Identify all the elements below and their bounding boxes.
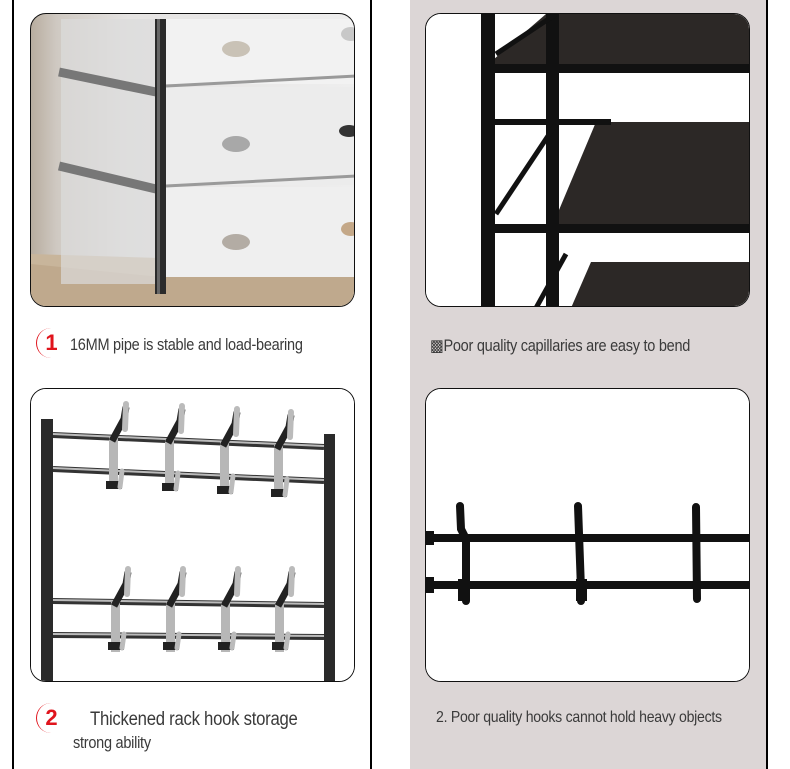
right-border-line [766, 0, 768, 769]
left-border-line [12, 0, 14, 769]
caption-poor-capillaries: ▩Poor quality capillaries are easy to be… [430, 337, 691, 355]
hooks-bottom-row [108, 566, 296, 652]
thin-rack-illustration [426, 14, 749, 306]
caption-thickened-hook-line2: strong ability [73, 734, 151, 752]
poor-hooks-photo [425, 388, 750, 682]
thin-hook-rack-illustration [426, 389, 749, 681]
hooks-top-row [106, 401, 295, 498]
badge-number-1: 1 [36, 328, 66, 358]
caption-poor-hooks: 2. Poor quality hooks cannot hold heavy … [436, 709, 722, 726]
hook-rack-photo [30, 388, 355, 682]
caption-pipe-stable: 16MM pipe is stable and load-bearing [70, 336, 303, 354]
poor-capillaries-photo [425, 13, 750, 307]
storage-drawers-illustration [31, 19, 354, 306]
pipe-photo [30, 13, 355, 307]
middle-border-line [370, 0, 372, 769]
caption-thickened-hook: Thickened rack hook storage [90, 709, 298, 730]
badge-number-2: 2 [36, 703, 66, 733]
thick-hook-rack-illustration [31, 389, 354, 681]
